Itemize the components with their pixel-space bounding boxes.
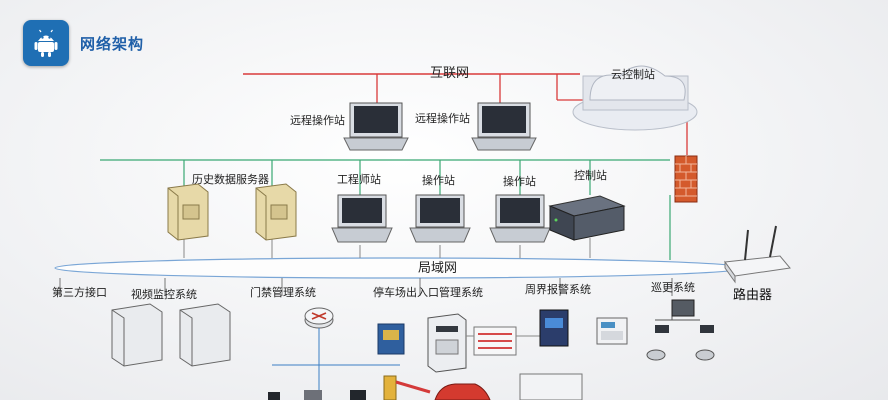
server-icon <box>167 183 209 241</box>
remote-station-label-1: 远程操作站 <box>290 114 345 127</box>
patrol-reader-icon <box>671 299 695 317</box>
car-icon <box>434 383 491 400</box>
access-control-label: 门禁管理系统 <box>250 286 316 299</box>
android-badge <box>23 20 69 66</box>
network-hub-icon <box>304 307 334 329</box>
control-station-label: 控制站 <box>574 169 607 182</box>
remote-station-label-2: 远程操作站 <box>415 112 470 125</box>
door-reader-icon <box>268 392 280 400</box>
lan-bus <box>54 257 746 279</box>
laptop-icon <box>343 102 409 151</box>
router-label: 路由器 <box>733 288 773 303</box>
patrol-point-icon <box>655 325 669 333</box>
parking-label: 停车场出入口管理系统 <box>373 286 483 299</box>
patrol-label: 巡更系统 <box>651 281 695 294</box>
cloud-icon <box>572 65 698 131</box>
perimeter-alarm-label: 周界报警系统 <box>525 283 591 296</box>
firewall-icon <box>674 155 698 203</box>
parking-terminal-icon <box>427 313 467 373</box>
barrier-gate-icon <box>383 375 431 400</box>
cloud-station-label: 云控制站 <box>611 68 655 81</box>
operator-station-label-1: 操作站 <box>422 174 455 187</box>
alarm-controller-icon <box>539 309 569 347</box>
android-icon <box>34 29 58 57</box>
third-party-label: 第三方接口 <box>52 286 107 299</box>
control-panel-icon <box>519 373 583 400</box>
internet-label: 互联网 <box>430 66 470 81</box>
page-title: 网络架构 <box>80 35 145 53</box>
card-reader-icon <box>377 323 405 355</box>
display-board-icon <box>473 326 517 356</box>
lan-label: 局域网 <box>418 261 458 276</box>
laptop-icon <box>471 102 537 151</box>
engineer-station-label: 工程师站 <box>337 173 381 186</box>
laptop-icon <box>331 194 393 243</box>
patrol-point-icon <box>700 325 714 333</box>
router-icon <box>724 225 791 284</box>
door-controller-icon <box>304 390 322 400</box>
rack-server-icon <box>548 195 626 241</box>
server-icon <box>255 183 297 241</box>
operator-station-label-2: 操作站 <box>503 175 536 188</box>
tower-pc-icon <box>111 303 163 367</box>
keypad-icon <box>596 317 628 345</box>
tower-pc-icon <box>179 303 231 367</box>
history-server-label: 历史数据服务器 <box>192 173 269 186</box>
door-lock-icon <box>350 390 366 400</box>
laptop-icon <box>409 194 471 243</box>
patrol-point-icon <box>646 349 666 361</box>
patrol-point-icon <box>695 349 715 361</box>
video-monitoring-label: 视频监控系统 <box>131 288 197 301</box>
laptop-icon <box>489 194 551 243</box>
